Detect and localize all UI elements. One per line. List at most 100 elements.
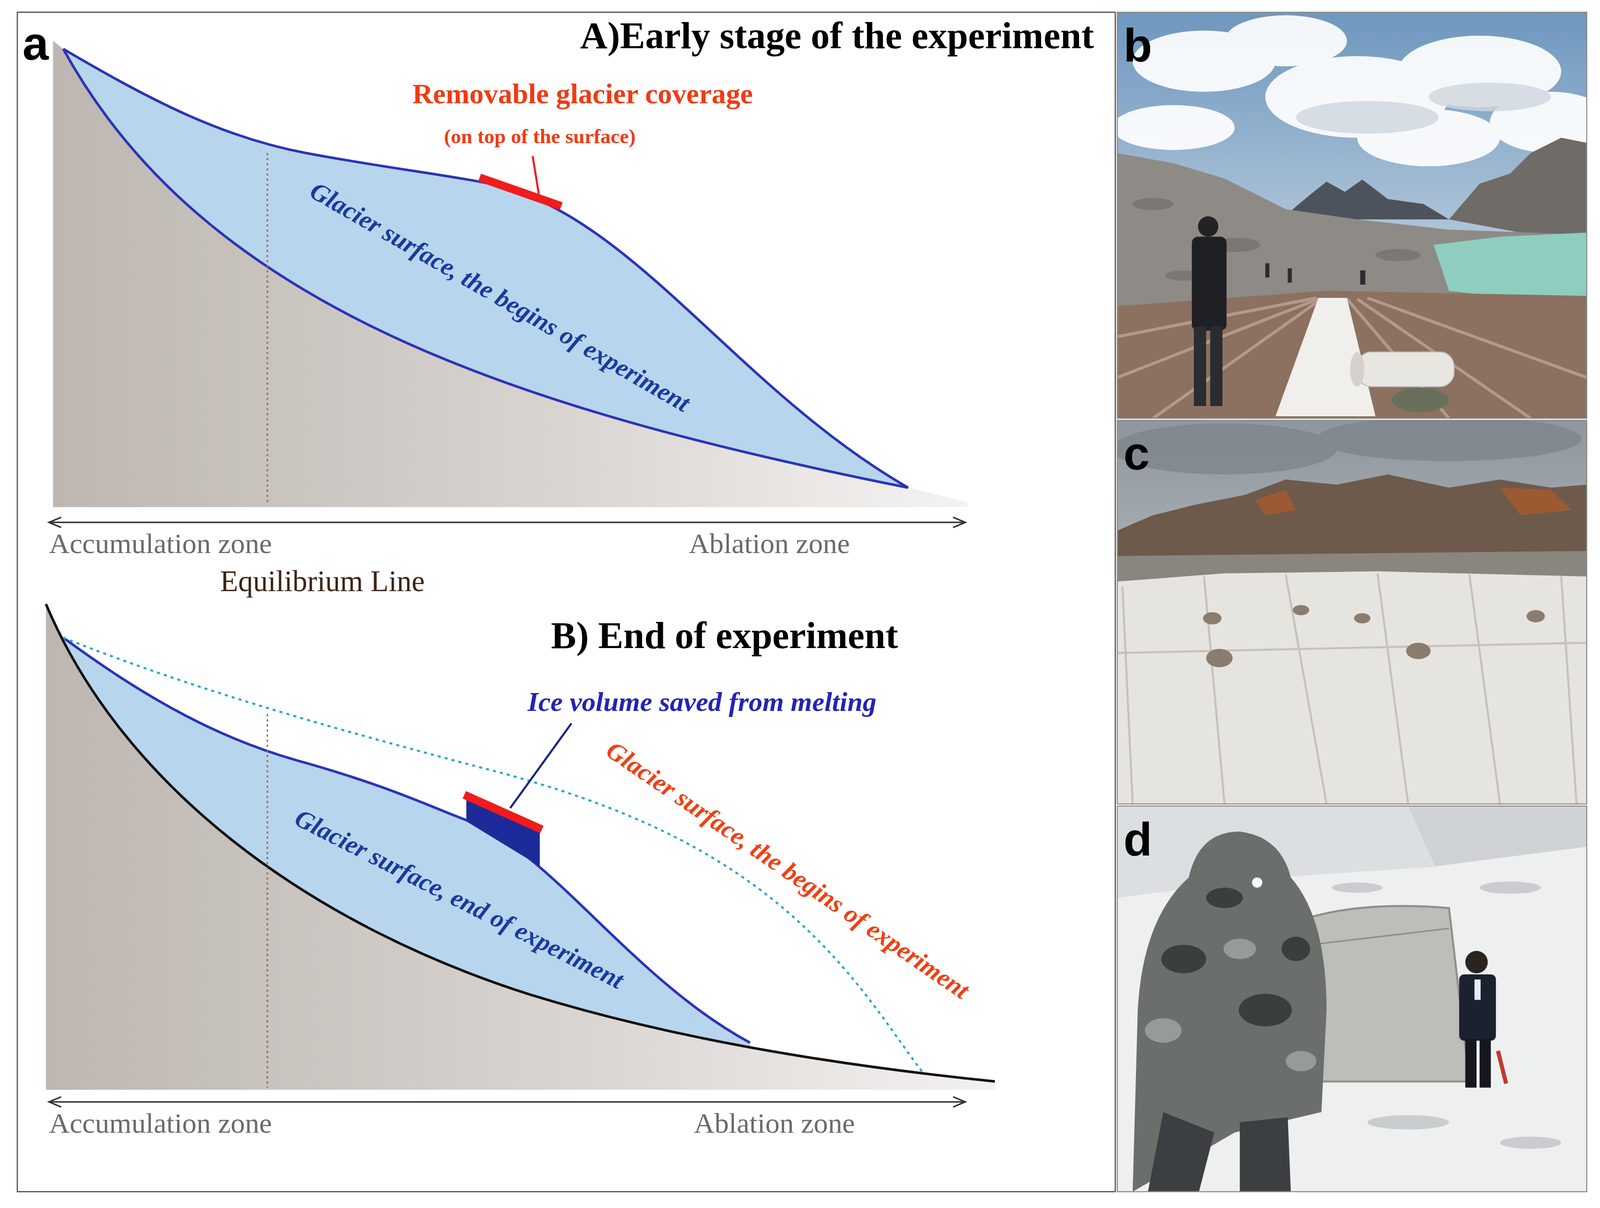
photo-covered-glacier [1499,487,1572,516]
photo-covered-glacier [1469,574,1500,805]
photo-glacier-strip [1287,268,1293,283]
panel-heading: B) End of experiment [551,614,899,658]
photo-glacier-strip [1375,248,1421,262]
photo-snowy-site [1499,1136,1561,1149]
photo-snowy-site [1161,887,1311,1027]
cover-sheet [464,794,543,830]
photo-glacier-strip [1360,270,1366,285]
photo-snowy-site [1144,1018,1182,1043]
photo-covered-glacier [1117,420,1587,805]
zone-label: Accumulation zone [49,1107,273,1141]
photo-glacier-strip [1428,82,1552,112]
photo-frame [1117,12,1587,1192]
photo-covered-glacier [1117,420,1587,805]
photo-glacier-strip [1132,197,1421,281]
photo-covered-glacier [1122,586,1133,804]
callout-title: Ice volume saved from melting [527,686,877,718]
cover-sheet [464,794,543,830]
photo-glacier-strip [1295,100,1439,134]
photo-glacier-strip [1117,105,1235,151]
photo-snowy-site [1144,938,1317,1072]
photo-glacier-strip [1275,297,1376,417]
glacier-outline [63,49,909,488]
photo-snowy-site [1161,944,1207,974]
photo-snowy-site [1285,1051,1317,1072]
panel-letter: a [22,16,49,71]
photo-glacier-strip [1210,326,1223,406]
photo-snowy-site [1117,805,1587,1192]
leader-line [510,723,572,809]
photo-snowy-site [1465,1038,1477,1088]
photo-glacier-strip [1391,387,1449,413]
zone-axis [49,1096,62,1108]
photo-covered-glacier [1117,571,1587,805]
photo-covered-glacier [1117,420,1582,475]
equilibrium-line [266,714,268,1088]
photo-snowy-site [1132,831,1327,1192]
zone-axis [49,521,966,523]
photo-snowy-site [1206,887,1243,908]
photo-glacier-strip [1197,216,1219,237]
photo-snowy-site [1465,951,1489,974]
photo-glacier-strip [1193,326,1207,406]
photo-covered-glacier [1561,576,1577,805]
photo-snowy-site [1474,979,1481,1000]
photo-covered-glacier [1406,642,1431,660]
zone-label: Ablation zone [693,1107,856,1141]
photo-covered-glacier [1292,604,1310,616]
zone-axis [952,517,966,528]
photo-glacier-strip [1357,298,1531,419]
photo-covered-glacier [1377,573,1409,804]
photo-glacier-strip [1117,15,1587,167]
photo-glacier-strip [1357,352,1455,387]
photo-covered-glacier [1203,576,1225,805]
surface-label: Glacier surface, the begins of experimen… [600,735,975,1006]
photo-snowy-site [1252,877,1263,888]
photo-glacier-strip [1349,352,1365,387]
callout-title: Removable glacier coverage [412,77,753,111]
photo-snowy-site [1331,882,1383,893]
photo-covered-glacier [1316,420,1582,462]
zone-axis [49,517,966,528]
leader-line [532,156,539,194]
photo-snowy-site [1117,805,1587,1192]
former-surface-line [63,637,924,1074]
zone-label: Ablation zone [688,527,851,561]
photo-snowy-site [1223,938,1257,959]
zone-axis [49,1101,966,1103]
photo-glacier-strip [1191,236,1227,331]
leader-line [510,723,572,809]
photo-covered-glacier [1117,573,1587,804]
photo-snowy-site [1281,936,1310,962]
equilibrium-line [266,152,269,505]
photo-snowy-site [1238,993,1293,1027]
cover-sheet [479,177,562,207]
photo-frame [1117,805,1587,1192]
bedrock-ground [53,40,968,508]
bedrock-ground [45,604,996,1090]
leader-line [532,156,539,194]
panel-frame [17,12,1116,1192]
glacier-outline [63,49,909,488]
photo-covered-glacier [1255,489,1297,516]
photo-covered-glacier [1117,642,1587,653]
equilibrium-line [266,152,268,505]
photo-glacier-strip [1265,263,1270,278]
photo-snowy-site [1367,1115,1449,1130]
photo-snowy-site [1479,1038,1491,1088]
panel-letter: d [1123,812,1153,867]
photo-snowy-site [1459,974,1496,1041]
glacier-outline [45,604,996,1082]
photo-snowy-site [1498,1051,1507,1084]
photo-glacier-strip [1117,12,1587,419]
photo-glacier-strip [1132,197,1174,211]
panel-frame [17,12,1116,1192]
callout-note: (on top of the surface) [443,124,636,149]
panel-letter: c [1123,426,1150,481]
photo-covered-glacier [1117,423,1337,475]
photo-covered-glacier [1255,487,1572,516]
zone-label: Accumulation zone [49,527,273,561]
photo-covered-glacier [1206,648,1233,668]
